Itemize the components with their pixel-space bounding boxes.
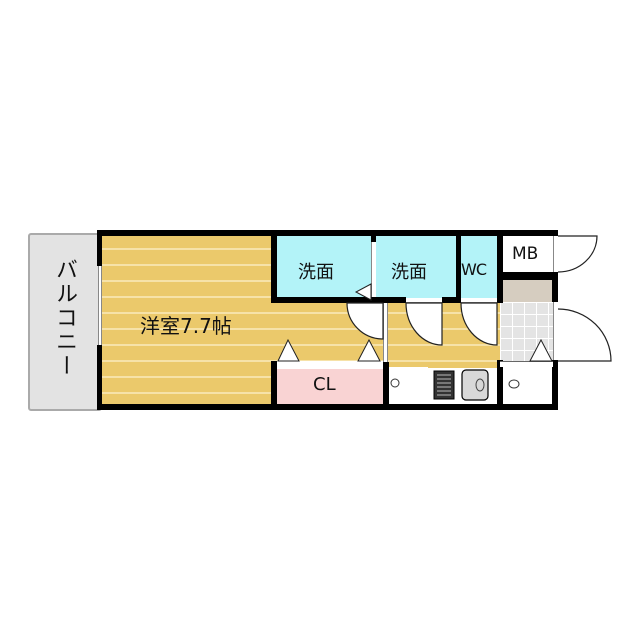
entrance-ledge [500, 361, 553, 367]
sink-icon [461, 369, 489, 401]
wall-wc-right [497, 230, 503, 303]
washroom-1-label: 洗面 [298, 262, 334, 283]
balcony-label: バルコニー [52, 258, 77, 378]
western-room [101, 234, 273, 406]
western-room-label: 洋室7.7帖 [140, 314, 232, 338]
wall-wash2-bottom-left [376, 297, 406, 303]
room-door-swing-icon [346, 302, 384, 340]
wall-wash1-left [271, 230, 277, 303]
wall-closet-right [383, 362, 389, 410]
wall-closet-left [271, 361, 277, 410]
wall-left-top [97, 230, 102, 266]
wall-entrance-left [497, 360, 503, 410]
mb [503, 236, 553, 272]
closet-rail [277, 361, 383, 369]
outlet-circle-icon [390, 378, 400, 388]
washroom-2-label: 洗面 [391, 262, 427, 283]
closet-label: CL [313, 374, 336, 395]
wash2-door-swing-icon [405, 302, 443, 346]
wall-wash1-bottom [271, 297, 377, 303]
balcony [28, 233, 102, 411]
wash1-door-triangle [354, 283, 372, 301]
wc-door-swing-icon [460, 302, 498, 346]
shoebox-door-icon [529, 338, 553, 362]
entrance-door-frame [553, 302, 558, 360]
wall-wash2-right [456, 230, 461, 303]
counter-circle-icon [508, 379, 520, 389]
wall-right-mid [552, 272, 558, 302]
washroom-2 [376, 236, 456, 298]
closet [277, 368, 383, 404]
wall-mb-bottom [497, 272, 558, 280]
entrance-door-swing-icon [557, 308, 612, 362]
wall-wash1-right [371, 230, 376, 242]
wc-label: WC [461, 260, 487, 279]
washroom-1 [277, 236, 371, 298]
wall-wash2-bottom-right [442, 297, 461, 303]
stove-icon [433, 370, 455, 400]
wall-left-bottom [97, 345, 102, 410]
mb-label: MB [512, 244, 539, 264]
mb-door-frame [553, 236, 558, 272]
closet-door-right-icon [357, 338, 381, 362]
wall-right-top [553, 230, 558, 236]
mb-door-swing-icon [557, 235, 598, 273]
wall-right-bottom [552, 360, 558, 410]
wc [461, 236, 497, 298]
closet-door-left-icon [277, 338, 300, 362]
wash-partition-door [371, 242, 376, 297]
entrance-step [503, 280, 553, 302]
wall-bottom [97, 404, 558, 410]
balcony-window [98, 266, 102, 345]
wall-top [97, 230, 558, 236]
